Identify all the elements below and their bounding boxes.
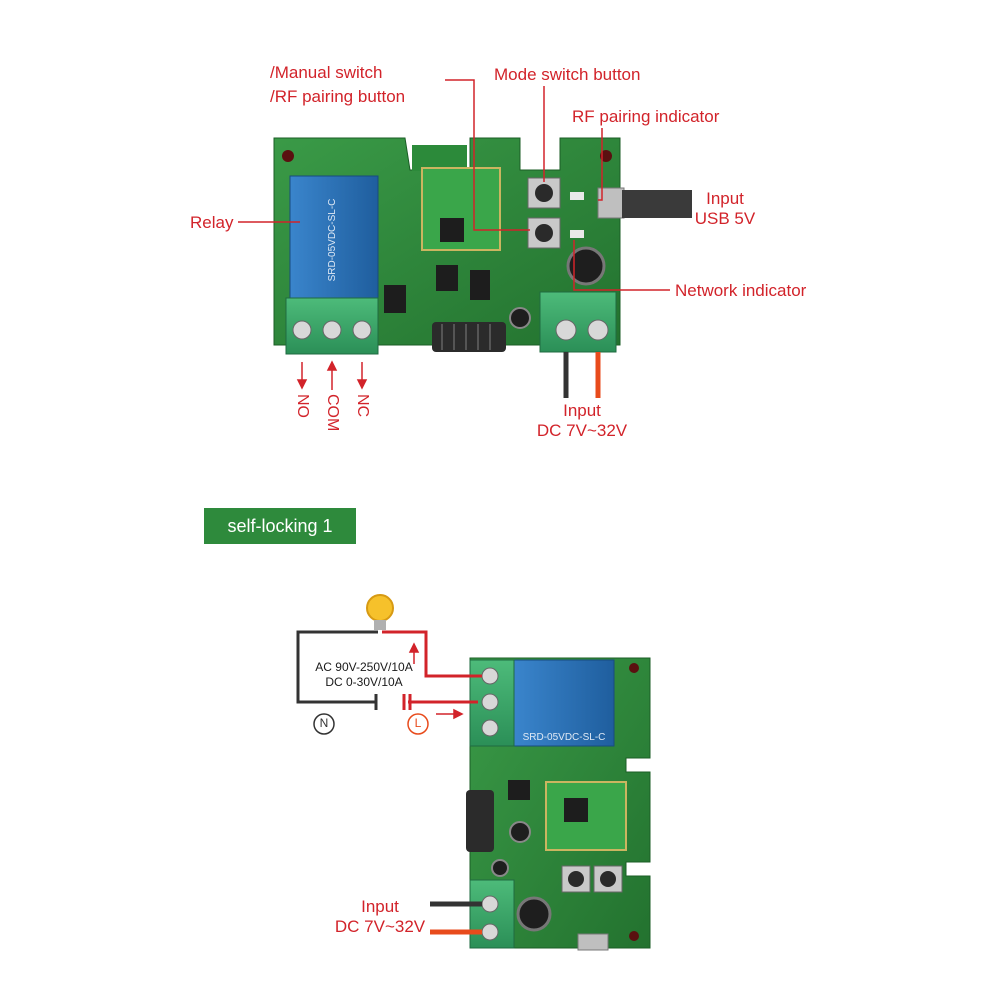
live-break <box>402 694 412 710</box>
relay-label: Relay <box>190 213 234 232</box>
input-usb-voltage: USB 5V <box>694 209 756 228</box>
neutral-symbol-icon <box>313 713 335 735</box>
rf-pairing-indicator-label: RF pairing indicator <box>572 107 720 126</box>
top-relay-label: SRD-05VDC-SL-C <box>327 199 338 282</box>
neutral-symbol-label: N <box>319 716 329 730</box>
manual-switch-label: /Manual switch <box>270 63 383 82</box>
terminal-com-label: COM <box>324 394 341 432</box>
bottom-pcb-board: SRD-05VDC-SL-C <box>430 657 651 951</box>
network-indicator-label: Network indicator <box>675 281 807 300</box>
bottom-relay-label: SRD-05VDC-SL-C <box>523 732 606 743</box>
load-rating-dc: DC 0-30V/10A <box>325 675 403 689</box>
bottom-input-dc-label: Input <box>361 897 399 916</box>
top-callout-lines <box>238 79 670 291</box>
terminal-nc-label: NC <box>354 394 371 418</box>
section-tag: self-locking 1 <box>204 508 356 544</box>
live-symbol-icon <box>407 713 429 735</box>
bottom-input-dc-voltage: DC 7V~32V <box>334 917 426 936</box>
load-wiring <box>296 630 482 704</box>
top-pcb-board: SRD-05VDC-SL-C <box>273 137 692 398</box>
load-arrows <box>408 642 464 720</box>
top-terminal-arrows <box>296 360 368 390</box>
mode-switch-button-label: Mode switch button <box>494 65 641 84</box>
terminal-no-label: NO <box>294 394 311 418</box>
input-usb-label: Input <box>706 189 744 208</box>
load-rating-ac: AC 90V-250V/10A <box>315 660 413 674</box>
live-symbol-label: L <box>414 716 422 730</box>
input-dc-label: Input <box>563 401 601 420</box>
light-bulb-icon <box>366 594 394 630</box>
input-dc-voltage: DC 7V~32V <box>536 421 628 440</box>
rf-pairing-button-label: /RF pairing button <box>270 87 406 106</box>
